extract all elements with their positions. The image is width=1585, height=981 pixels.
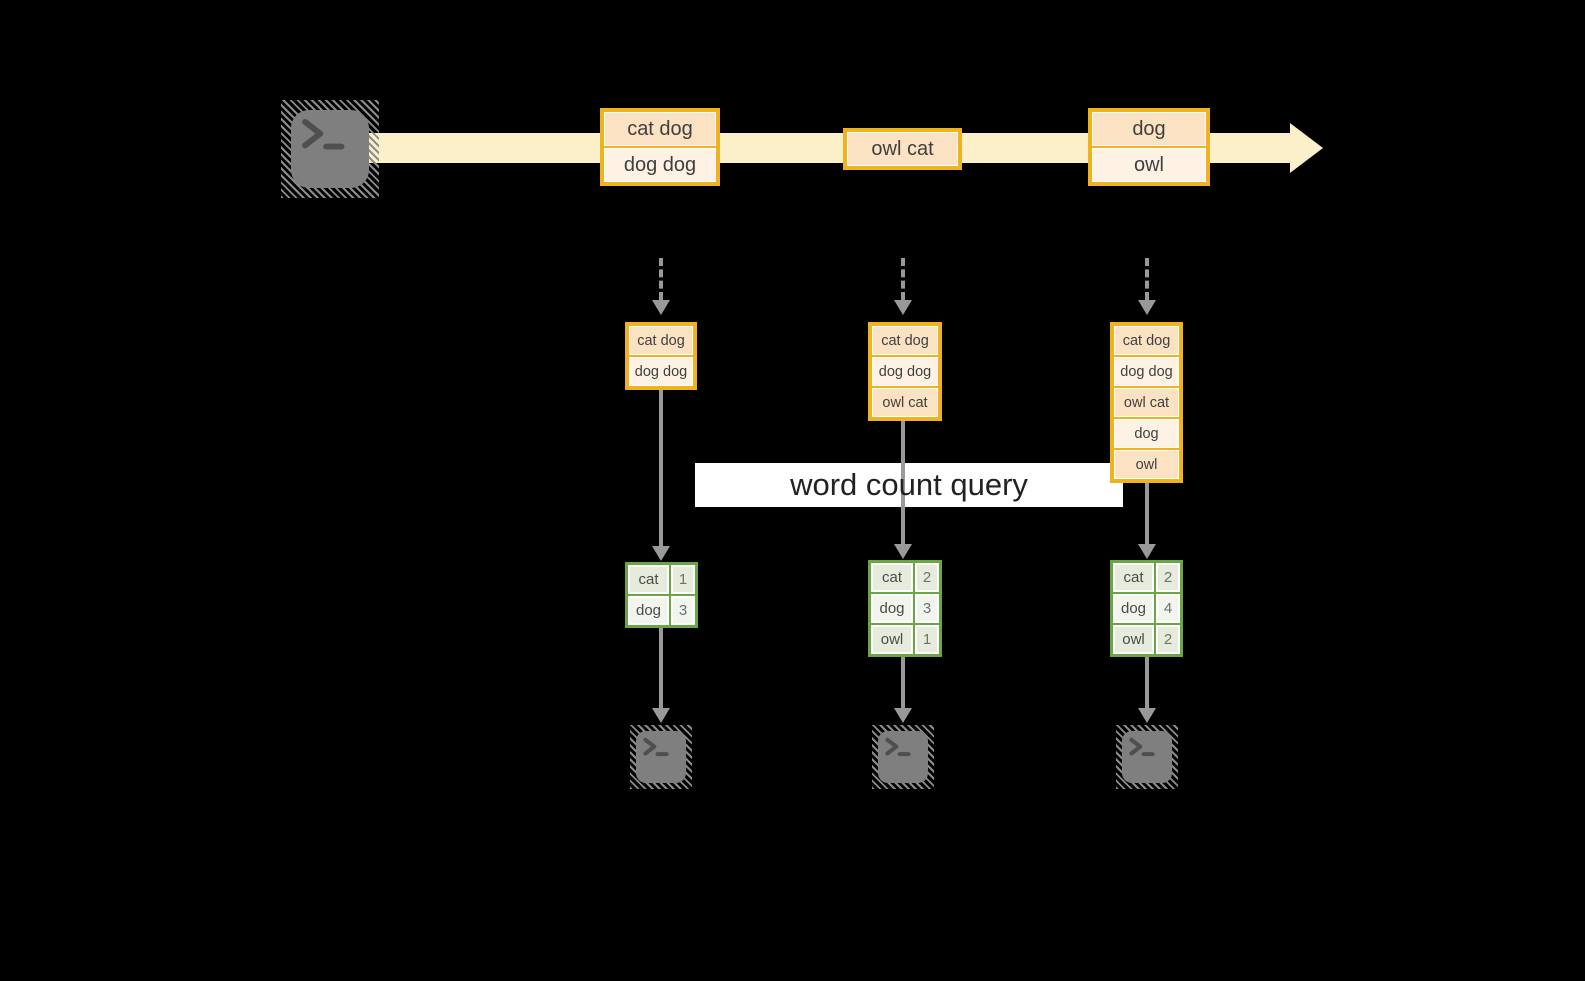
source-terminal-icon <box>281 100 379 198</box>
table-value-cell: 4 <box>1156 594 1180 623</box>
table-key-cell: cat <box>628 565 669 594</box>
batch-line: cat dog <box>1114 326 1179 355</box>
batch-line: dog dog <box>1114 357 1179 386</box>
terminal-prompt-icon <box>643 737 669 757</box>
batch-line: owl cat <box>872 388 938 417</box>
table-value-cell: 3 <box>915 594 939 623</box>
event-line: dog dog <box>604 148 716 182</box>
solid-arrowhead-col3 <box>1138 544 1156 559</box>
table-value-cell: 1 <box>671 565 695 594</box>
word-count-table-2: cat 2 dog 3 owl 1 <box>868 560 942 657</box>
stream-event-box-2: owl cat <box>843 128 962 170</box>
sink-terminal-icon-3 <box>1116 725 1178 789</box>
batch-line: cat dog <box>629 326 693 355</box>
batch-line: dog dog <box>629 357 693 386</box>
dashed-arrow-col2 <box>901 258 905 300</box>
batch-line: cat dog <box>872 326 938 355</box>
table-value-cell: 1 <box>915 625 939 654</box>
batch-line: owl cat <box>1114 388 1179 417</box>
dashed-arrowhead-col3 <box>1138 300 1156 315</box>
table-value-cell: 2 <box>1156 563 1180 592</box>
sink-terminal-icon-2 <box>872 725 934 789</box>
dashed-arrowhead-col1 <box>652 300 670 315</box>
dashed-arrowhead-col2 <box>894 300 912 315</box>
solid-arrow-col2 <box>901 421 905 544</box>
solid-arrow-sink2 <box>901 657 905 708</box>
solid-arrowhead-col1 <box>652 546 670 561</box>
solid-arrowhead-sink1 <box>652 708 670 723</box>
table-key-cell: dog <box>871 594 913 623</box>
batch-line: dog dog <box>872 357 938 386</box>
terminal-prompt-icon <box>885 737 911 757</box>
stream-event-box-3: dog owl <box>1088 108 1210 186</box>
solid-arrow-sink1 <box>659 628 663 708</box>
table-key-cell: cat <box>871 563 913 592</box>
query-label-band <box>695 463 1123 507</box>
micro-batch-box-2: cat dog dog dog owl cat <box>868 322 942 421</box>
terminal-prompt-icon <box>302 118 345 150</box>
event-line: cat dog <box>604 112 716 146</box>
table-key-cell: cat <box>1113 563 1154 592</box>
solid-arrow-sink3 <box>1145 657 1149 708</box>
micro-batch-box-3: cat dog dog dog owl cat dog owl <box>1110 322 1183 483</box>
solid-arrow-col1 <box>659 390 663 546</box>
batch-line: owl <box>1114 450 1179 479</box>
stream-arrow-head <box>1290 123 1323 173</box>
table-key-cell: owl <box>1113 625 1154 654</box>
event-line: owl cat <box>847 132 958 166</box>
table-value-cell: 2 <box>915 563 939 592</box>
sink-terminal-icon-1 <box>630 725 692 789</box>
query-label: word count query <box>790 467 1028 502</box>
solid-arrowhead-sink2 <box>894 708 912 723</box>
dashed-arrow-col1 <box>659 258 663 300</box>
event-line: dog <box>1092 112 1206 146</box>
dashed-arrow-col3 <box>1145 258 1149 300</box>
solid-arrow-col3 <box>1145 483 1149 544</box>
table-key-cell: owl <box>871 625 913 654</box>
word-count-table-1: cat 1 dog 3 <box>625 562 698 628</box>
solid-arrowhead-sink3 <box>1138 708 1156 723</box>
word-count-table-3: cat 2 dog 4 owl 2 <box>1110 560 1183 657</box>
table-value-cell: 3 <box>671 596 695 625</box>
solid-arrowhead-col2 <box>894 544 912 559</box>
table-value-cell: 2 <box>1156 625 1180 654</box>
table-key-cell: dog <box>628 596 669 625</box>
stream-event-box-1: cat dog dog dog <box>600 108 720 186</box>
terminal-prompt-icon <box>1129 737 1155 757</box>
table-key-cell: dog <box>1113 594 1154 623</box>
micro-batch-box-1: cat dog dog dog <box>625 322 697 390</box>
batch-line: dog <box>1114 419 1179 448</box>
event-line: owl <box>1092 148 1206 182</box>
